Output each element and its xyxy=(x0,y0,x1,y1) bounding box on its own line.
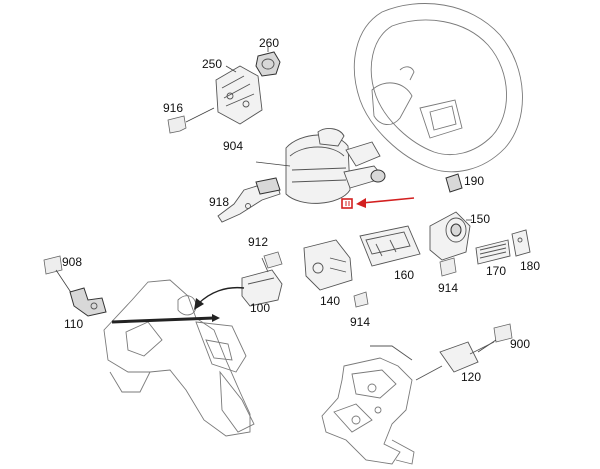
callout-912: 912 xyxy=(248,235,269,249)
callout-914-center: 914 xyxy=(350,315,371,329)
part-160-block xyxy=(359,225,421,267)
callout-916: 916 xyxy=(163,101,184,115)
callout-170: 170 xyxy=(486,264,507,278)
callout-160: 160 xyxy=(394,268,415,282)
callout-100: 100 xyxy=(250,301,271,315)
part-250-module xyxy=(215,65,263,125)
steering-wheel xyxy=(353,3,523,173)
arrow-100-to-pedals xyxy=(194,286,245,310)
part-120-actuator xyxy=(370,341,495,381)
part-100-connector xyxy=(241,257,283,307)
part-918-bracket xyxy=(217,177,281,223)
callout-918: 918 xyxy=(209,195,230,209)
part-190-clip xyxy=(445,173,463,193)
callout-260: 260 xyxy=(259,36,280,50)
part-140-sensor xyxy=(303,239,369,308)
flag-912 xyxy=(263,251,283,269)
highlighted-connector-icon xyxy=(341,198,353,209)
part-170-harness xyxy=(475,239,511,265)
callout-150: 150 xyxy=(470,212,491,226)
callout-914-right: 914 xyxy=(438,281,459,295)
callout-120: 120 xyxy=(461,370,482,384)
callout-904: 904 xyxy=(223,139,244,153)
flag-908 xyxy=(43,255,73,295)
callout-180: 180 xyxy=(520,259,541,273)
highlight-callout xyxy=(341,197,415,209)
callout-110: 110 xyxy=(64,317,84,331)
part-904-switch-unit xyxy=(255,128,386,204)
callout-250: 250 xyxy=(202,57,223,71)
parking-brake-assembly xyxy=(321,357,415,465)
callout-140: 140 xyxy=(320,294,341,308)
part-180-bracket xyxy=(511,229,531,257)
part-110-sensor xyxy=(69,287,107,317)
part-260-clip xyxy=(255,46,281,77)
callout-908: 908 xyxy=(62,255,83,269)
flag-916 xyxy=(167,107,215,134)
callout-190: 190 xyxy=(464,174,485,188)
flag-914-left xyxy=(439,257,457,277)
pedal-assembly xyxy=(103,279,255,437)
part-150-switch xyxy=(429,211,472,261)
callout-900: 900 xyxy=(510,337,531,351)
